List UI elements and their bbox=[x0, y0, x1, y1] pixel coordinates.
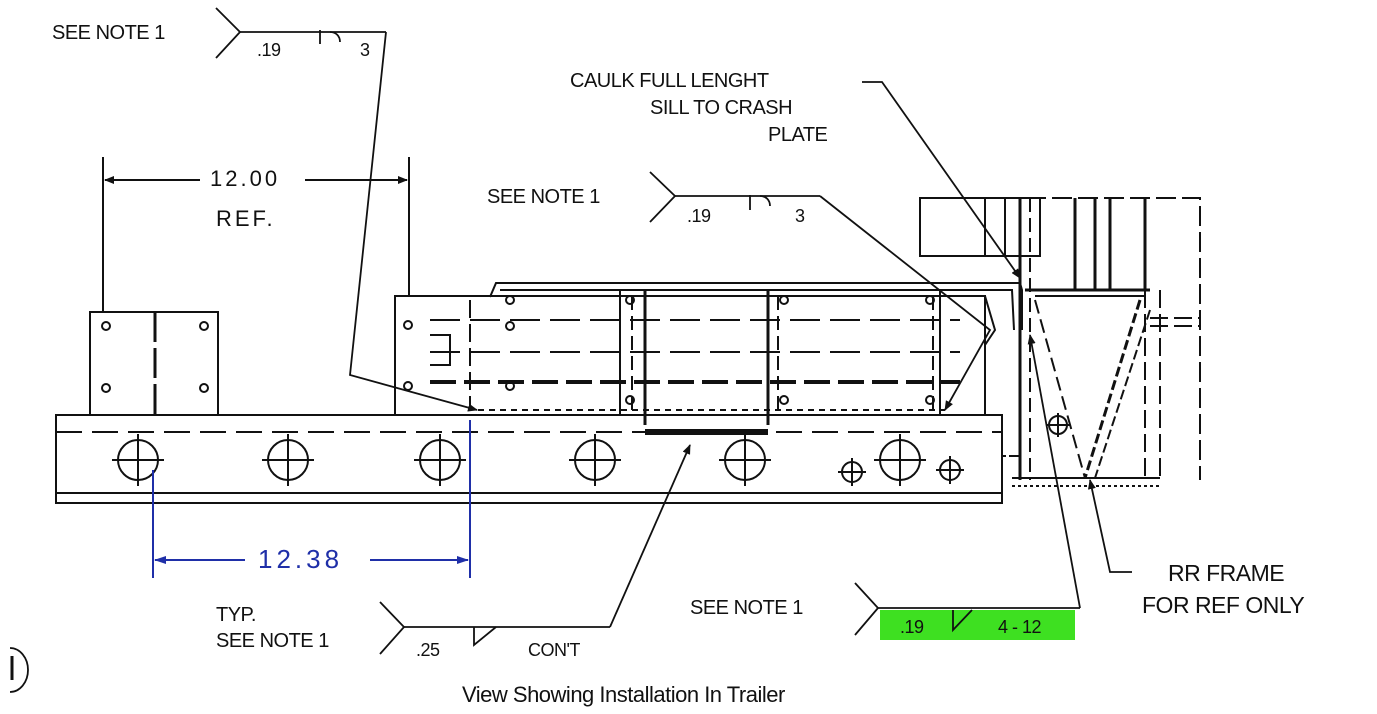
weld1-size: .19 bbox=[257, 40, 281, 60]
rr-frame bbox=[919, 197, 1201, 487]
ref-dimension-label: REF. bbox=[216, 206, 276, 231]
drawing-caption: View Showing Installation In Trailer bbox=[462, 682, 785, 707]
sill-holes bbox=[112, 434, 964, 486]
weld4-line2: SEE NOTE 1 bbox=[216, 630, 329, 652]
frame-line2: FOR REF ONLY bbox=[1142, 592, 1305, 618]
weld1-length: 3 bbox=[360, 40, 370, 60]
weld3-length: 4 - 12 bbox=[998, 617, 1042, 637]
weld3-note: SEE NOTE 1 bbox=[690, 597, 803, 619]
weld-highlight bbox=[880, 610, 1075, 640]
weld4-length: CON'T bbox=[528, 640, 580, 660]
weld3-size: .19 bbox=[900, 617, 924, 637]
frame-line1: RR FRAME bbox=[1168, 560, 1285, 586]
weld2-note: SEE NOTE 1 bbox=[487, 186, 600, 208]
caulk-line1: CAULK FULL LENGHT bbox=[570, 70, 769, 92]
weld2-length: 3 bbox=[795, 206, 805, 226]
weld2-size: .19 bbox=[687, 206, 711, 226]
weld1-note: SEE NOTE 1 bbox=[52, 22, 165, 44]
weld4-size: .25 bbox=[416, 640, 440, 660]
crash-plate bbox=[394, 295, 986, 416]
caulk-line3: PLATE bbox=[768, 124, 828, 146]
weld3-symbol-icon bbox=[952, 609, 973, 633]
ref-dimension-value: 12.00 bbox=[210, 166, 281, 191]
weld4-line1: TYP. bbox=[216, 604, 256, 626]
spacing-dimension: 12.38 bbox=[258, 544, 344, 574]
sill-beam bbox=[55, 414, 1003, 504]
caulk-line2: SILL TO CRASH bbox=[650, 97, 793, 119]
